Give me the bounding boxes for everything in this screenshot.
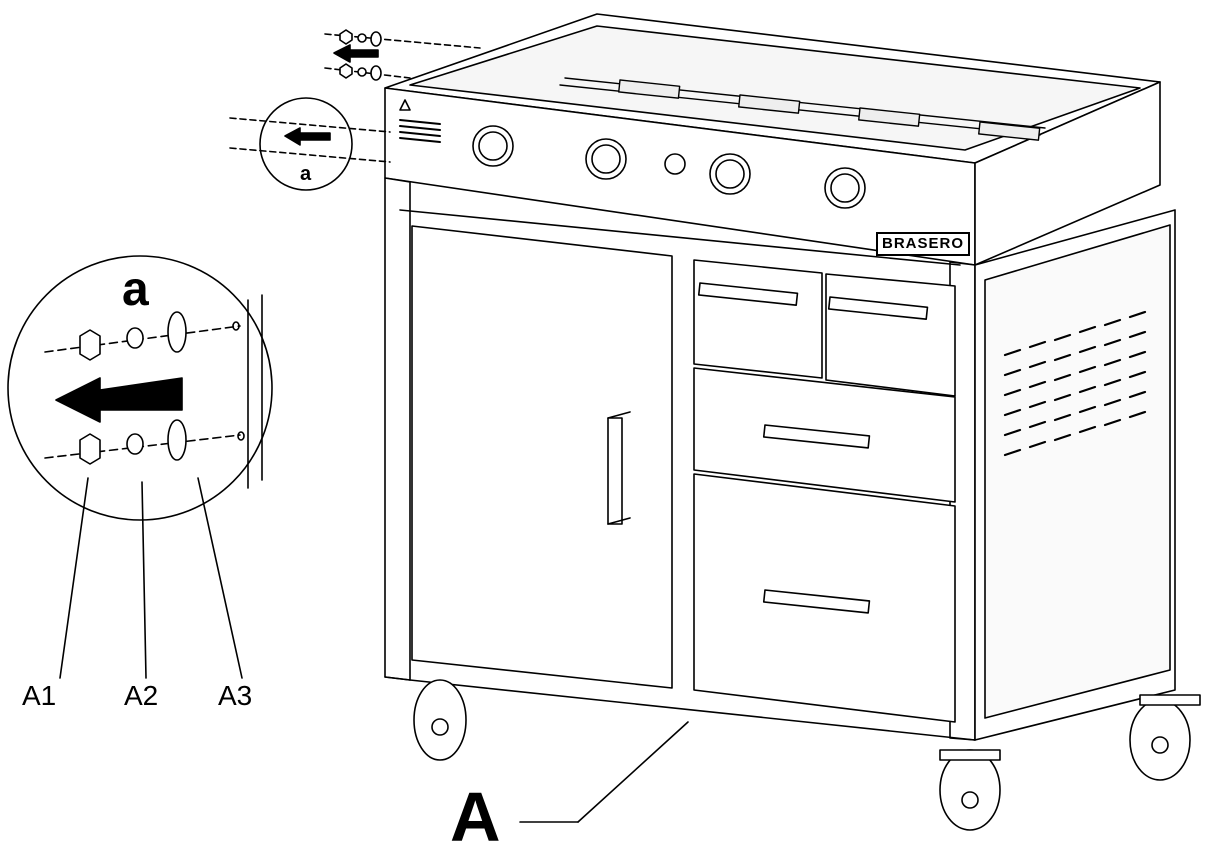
vent-slots bbox=[1003, 310, 1147, 457]
part-label-a2: A2 bbox=[124, 680, 159, 711]
brand-plate: BRASERO bbox=[876, 232, 971, 256]
top-hardware-parts bbox=[333, 29, 382, 81]
large-detail-circle bbox=[7, 255, 273, 679]
assembly-label: A bbox=[450, 778, 501, 856]
detail-label: a bbox=[122, 263, 149, 316]
detail-label-small: a bbox=[300, 163, 312, 185]
part-label-a1: A1 bbox=[22, 680, 57, 711]
caster-wheels bbox=[413, 679, 1201, 831]
part-label-a3: A3 bbox=[218, 680, 253, 711]
cart-frame bbox=[384, 177, 1176, 741]
small-detail-circle bbox=[229, 97, 391, 191]
cabinet-door bbox=[411, 225, 673, 689]
drawers bbox=[693, 259, 956, 723]
cooktop-body bbox=[384, 13, 1161, 266]
nut-icon bbox=[79, 329, 101, 361]
control-knobs bbox=[472, 125, 866, 209]
